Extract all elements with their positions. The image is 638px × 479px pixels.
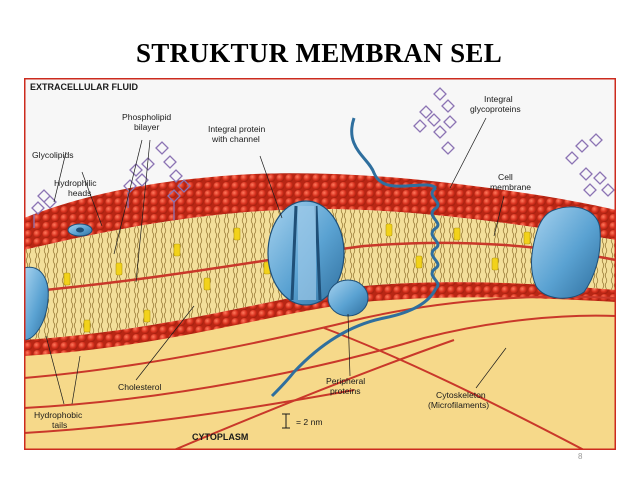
cholesterol-molecules — [63, 223, 531, 333]
figure-frame — [24, 78, 616, 450]
right-integral-protein — [531, 206, 601, 299]
integral-protein-channel — [267, 200, 345, 306]
integral-glycoproteins-label-1: Integral — [484, 94, 513, 104]
page-number: 8 — [578, 452, 583, 461]
scale-bar-label: = 2 nm — [296, 417, 323, 427]
phospholipid-bilayer-label-2: bilayer — [134, 122, 159, 132]
integral-glycoprotein-helix — [270, 117, 440, 398]
cytoplasm-label: CYTOPLASM — [192, 432, 248, 442]
hydrophobic-tails-label-2: tails — [52, 420, 67, 430]
left-edge-protein — [24, 266, 49, 341]
membrane-diagram: EXTRACELLULAR FLUID CYTOPLASM = 2 nm Pho… — [24, 78, 616, 450]
glycolipids-label: Glycolipids — [32, 150, 74, 160]
scale-bar — [282, 413, 290, 429]
cytoskeleton-label-2: (Microfilaments) — [428, 400, 489, 410]
glycolipid-chains — [31, 87, 615, 228]
extracellular-fluid-label: EXTRACELLULAR FLUID — [30, 82, 138, 92]
cytoskeleton-filaments — [24, 295, 616, 450]
cell-membrane-label-1: Cell — [498, 172, 513, 182]
integral-glycoproteins-label-2: glycoproteins — [470, 104, 521, 114]
cytoskeleton-label-1: Cytoskeleton — [436, 390, 486, 400]
cell-membrane-label-2: membrane — [490, 182, 531, 192]
integral-protein-channel-label-1: Integral protein — [208, 124, 266, 134]
small-integral-protein — [67, 223, 93, 237]
peripheral-protein — [327, 279, 369, 317]
label-leader-lines — [45, 117, 507, 405]
cholesterol-label: Cholesterol — [118, 382, 162, 392]
peripheral-proteins-label-1: Peripheral — [326, 376, 365, 386]
hydrophilic-heads-label-2: heads — [68, 188, 91, 198]
integral-protein-channel-label-2: with channel — [211, 134, 260, 144]
slide-title: STRUKTUR MEMBRAN SEL — [135, 38, 503, 68]
hydrophilic-heads-label-1: Hydrophilic — [54, 178, 97, 188]
phospholipid-bilayer-label-1: Phospholipid — [122, 112, 171, 122]
hydrophobic-tails-label-1: Hydrophobic — [34, 410, 83, 420]
peripheral-proteins-label-2: proteins — [330, 386, 361, 396]
